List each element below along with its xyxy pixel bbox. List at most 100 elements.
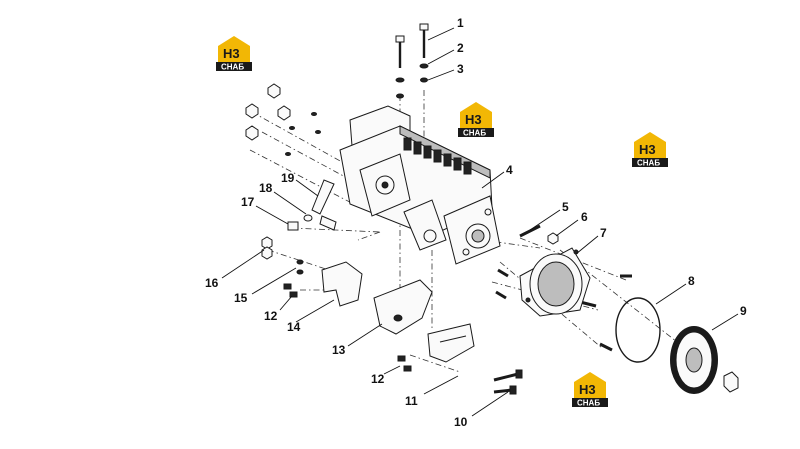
lower-left-fasteners xyxy=(261,236,304,275)
stud xyxy=(497,268,509,278)
pump-fitting xyxy=(423,229,437,243)
callout-5: 5 xyxy=(562,200,569,214)
pump-port-core xyxy=(381,181,389,189)
callout-labels: 1 2 3 4 5 6 7 8 9 10 11 12 12 13 14 15 1… xyxy=(205,16,747,429)
callout-6: 6 xyxy=(581,210,588,224)
gear-hub xyxy=(685,347,703,373)
washer xyxy=(311,112,317,116)
callout-14: 14 xyxy=(287,320,301,334)
watermark-logo: H3 СНАБ xyxy=(572,372,608,408)
delivery-valve xyxy=(463,161,472,175)
callout-7: 7 xyxy=(600,226,607,240)
callout-18: 18 xyxy=(259,181,273,195)
adapter-hole xyxy=(525,297,531,303)
bracket-upper xyxy=(321,261,363,307)
callout-8: 8 xyxy=(688,274,695,288)
callout-leaders xyxy=(221,27,739,417)
logo-word-text: СНАБ xyxy=(463,129,486,138)
washer xyxy=(296,269,304,275)
gear-nut xyxy=(723,371,739,393)
callout-12-lower: 12 xyxy=(371,372,385,386)
washer xyxy=(420,77,428,83)
watermark-logo: H3 СНАБ xyxy=(632,132,668,168)
washer-18 xyxy=(303,214,313,222)
o-ring xyxy=(615,297,661,363)
washer xyxy=(419,63,429,69)
nut xyxy=(547,232,559,245)
callout-4: 4 xyxy=(506,163,513,177)
flange-hole xyxy=(484,208,492,216)
logo-word-text: СНАБ xyxy=(221,63,244,72)
bracket-lower xyxy=(427,323,475,363)
adapter-housing xyxy=(519,247,591,317)
bolt-head xyxy=(515,369,523,379)
bolt-shank xyxy=(493,388,513,394)
long-bolts xyxy=(493,369,523,395)
stud xyxy=(495,290,507,300)
bolt xyxy=(289,291,298,298)
logo-mark-text: H3 xyxy=(223,46,240,61)
bracket-support xyxy=(373,279,433,335)
logo-band xyxy=(216,62,252,71)
callout-17: 17 xyxy=(241,195,255,209)
callout-13: 13 xyxy=(332,343,346,357)
nut xyxy=(245,125,259,141)
logo-mark-text: H3 xyxy=(579,382,596,397)
bracket-edge xyxy=(439,335,467,343)
callout-3: 3 xyxy=(457,62,464,76)
callout-11: 11 xyxy=(405,394,418,408)
watermark-logo: H3 СНАБ xyxy=(216,36,252,72)
logo-mark-text: H3 xyxy=(465,112,482,127)
adapter-bore xyxy=(537,261,575,307)
callout-12-upper: 12 xyxy=(264,309,278,323)
drive-gear xyxy=(670,326,739,394)
washer xyxy=(296,259,304,265)
bolt xyxy=(397,355,406,362)
logo-house-shape xyxy=(634,132,666,158)
nut xyxy=(267,83,281,99)
washer xyxy=(395,77,405,83)
delivery-valve xyxy=(403,137,412,151)
callout-19: 19 xyxy=(281,171,295,185)
bolt xyxy=(283,283,292,290)
logo-word-text: СНАБ xyxy=(637,159,660,168)
pump-drive-shaft xyxy=(471,229,485,243)
top-bolts xyxy=(395,23,429,99)
small-bolts xyxy=(283,283,412,372)
washer xyxy=(289,126,295,130)
callout-9: 9 xyxy=(740,304,747,318)
nut xyxy=(245,103,259,119)
nut xyxy=(261,236,273,250)
nut xyxy=(261,246,273,260)
linkage xyxy=(287,179,337,231)
watermark-logo: H3 СНАБ xyxy=(458,102,494,138)
lever-link xyxy=(319,215,337,231)
delivery-valve xyxy=(443,153,452,167)
washer xyxy=(315,130,321,134)
washer xyxy=(285,152,291,156)
logo-band xyxy=(458,128,494,137)
bolt-head xyxy=(395,35,405,43)
delivery-valve xyxy=(423,145,432,159)
delivery-valve xyxy=(453,157,462,171)
injection-pump xyxy=(339,105,501,265)
bolt-head xyxy=(419,23,429,31)
callout-16: 16 xyxy=(205,276,219,290)
washer xyxy=(396,93,404,99)
bolt-17 xyxy=(287,221,299,231)
delivery-valve xyxy=(433,149,442,163)
flange-hole xyxy=(462,248,470,256)
logo-house-shape xyxy=(218,36,250,62)
bolt xyxy=(403,365,412,372)
logo-band xyxy=(572,398,608,407)
brackets xyxy=(321,261,475,363)
left-nuts xyxy=(245,83,321,156)
logo-word-text: СНАБ xyxy=(577,399,600,408)
callout-1: 1 xyxy=(457,16,464,30)
stud xyxy=(599,342,613,352)
bolt-shank xyxy=(493,372,519,382)
bolt-head xyxy=(509,385,517,395)
logo-band xyxy=(632,158,668,167)
